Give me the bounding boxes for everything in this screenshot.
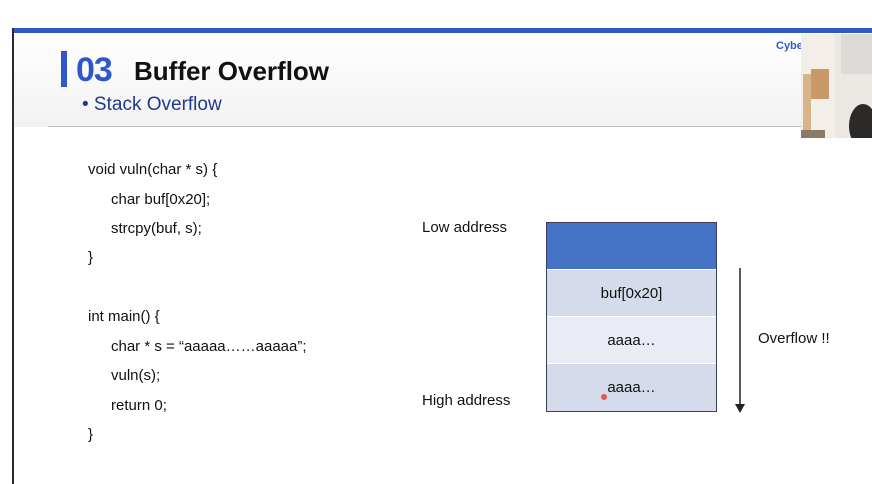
webcam-overlay xyxy=(801,34,872,138)
code-line: return 0; xyxy=(111,397,167,414)
section-number-bar xyxy=(61,51,67,87)
overflow-label: Overflow !! xyxy=(758,330,830,347)
section-number: 03 xyxy=(76,51,113,89)
pointer-cursor-icon xyxy=(601,394,607,400)
slide-top-accent-bar xyxy=(14,28,872,33)
slide-title: Buffer Overflow xyxy=(134,56,330,86)
code-line: int main() { xyxy=(88,308,160,325)
slide-header-band xyxy=(14,33,872,127)
code-line: char * s = “aaaaa……aaaaa”; xyxy=(111,338,307,355)
stack-diagram: buf[0x20] aaaa… aaaa… xyxy=(546,222,717,412)
stack-cell-buf: buf[0x20] xyxy=(547,270,716,317)
webcam-image xyxy=(801,34,872,138)
window-top-bar xyxy=(0,0,872,28)
code-line: strcpy(buf, s); xyxy=(111,220,202,237)
overflow-arrow-icon xyxy=(735,268,745,413)
code-line: } xyxy=(88,249,94,266)
stack-cell-overflow: aaaa… xyxy=(547,317,716,364)
stack-cell-top xyxy=(547,223,716,270)
code-line: void vuln(char * s) { xyxy=(88,161,218,178)
low-address-label: Low address xyxy=(422,219,508,236)
slide-left-border xyxy=(12,28,14,484)
header-divider xyxy=(48,126,872,127)
code-line: char buf[0x20]; xyxy=(111,191,211,208)
high-address-label: High address xyxy=(422,392,511,409)
slide-subtitle: • Stack Overflow xyxy=(82,94,222,115)
code-line: vuln(s); xyxy=(111,367,161,384)
stack-cell-overflow: aaaa… xyxy=(547,364,716,411)
code-line: } xyxy=(88,426,94,443)
brand-label: Cybe xyxy=(776,40,803,52)
